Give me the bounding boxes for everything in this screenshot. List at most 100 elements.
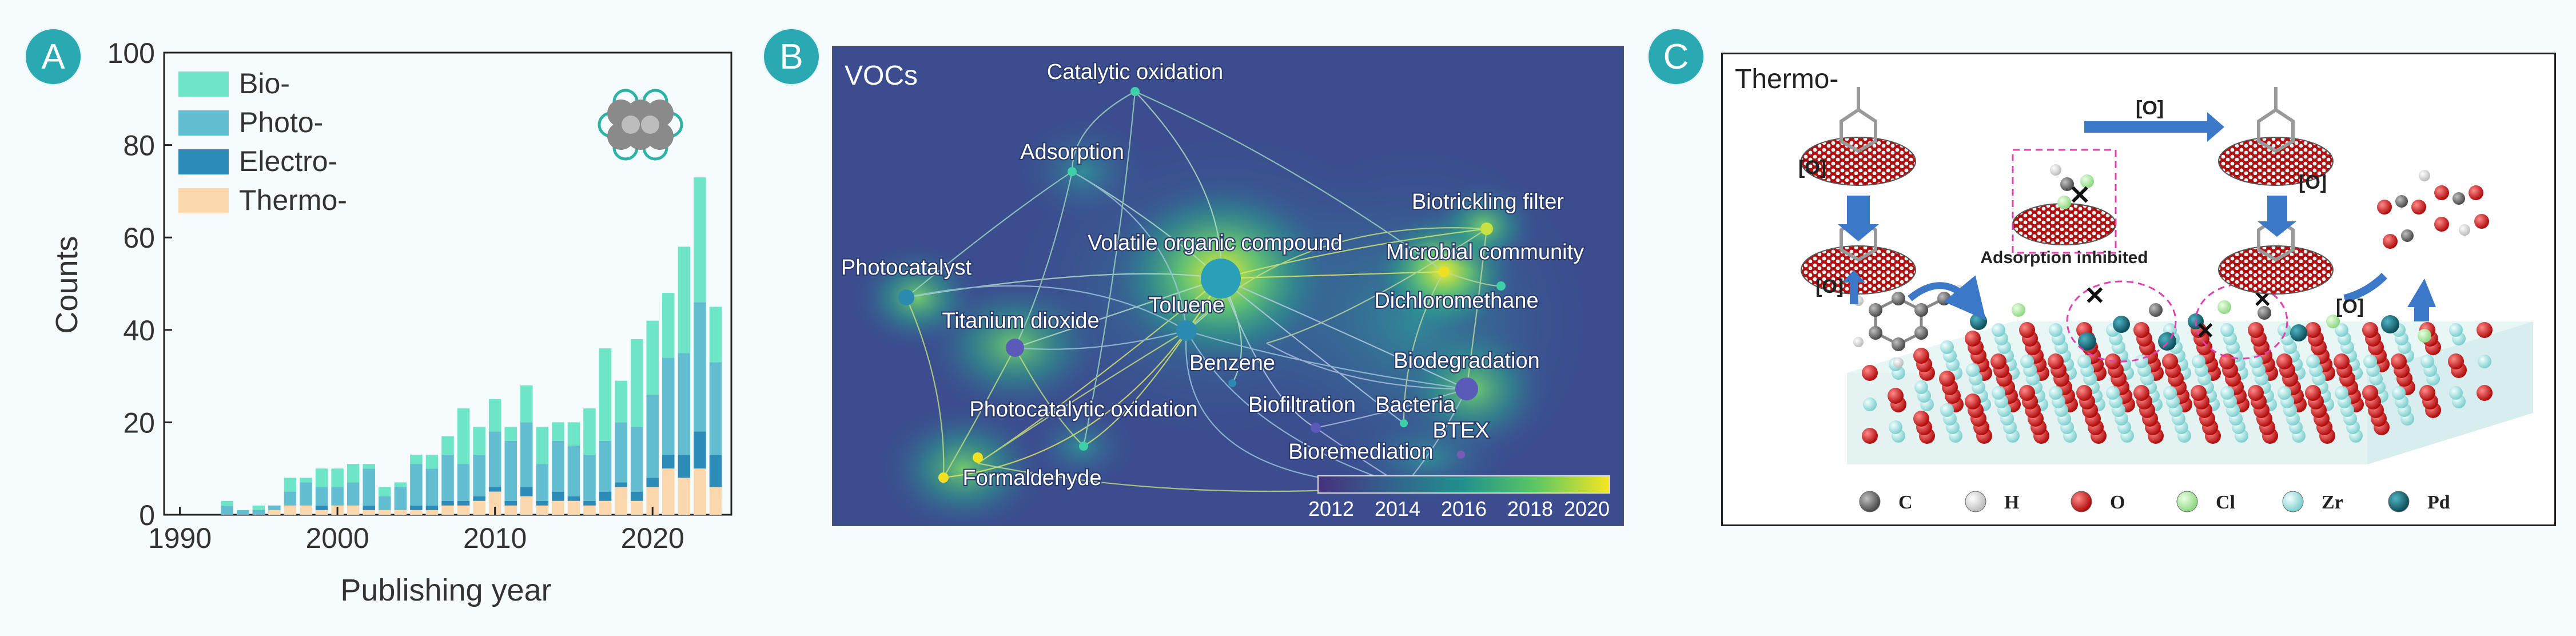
oxidant-label-bottom-left: [O]	[1815, 276, 1844, 297]
node-catalytic-oxidation	[1130, 87, 1140, 96]
bar-photo-2012	[520, 422, 533, 487]
bar-photo-2004	[394, 487, 407, 510]
bar-bio-1998	[300, 478, 312, 483]
legend-swatch-photo	[178, 110, 229, 136]
bar-thermo-2006	[425, 510, 439, 515]
bar-photo-1998	[300, 482, 312, 506]
legend-swatch-bio	[178, 71, 229, 97]
svg-text:✕: ✕	[2069, 180, 2091, 210]
legend: Bio-Photo-Electro-Thermo-	[178, 67, 347, 216]
panel-b-title: VOCs	[845, 61, 918, 91]
bar-bio-2007	[441, 436, 454, 455]
bar-photo-2019	[630, 427, 643, 492]
bar-bio-2016	[583, 408, 596, 455]
bar-bio-2010	[488, 399, 501, 432]
bar-bio-2019	[630, 339, 643, 427]
svg-text:✕: ✕	[2084, 282, 2105, 310]
bar-bio-2013	[536, 427, 549, 464]
legend-atom-c-icon	[1859, 491, 1881, 512]
bar-electro-2011	[504, 500, 517, 506]
bar-photo-1993	[221, 505, 233, 515]
bar-photo-1996	[268, 505, 281, 510]
bar-electro-2017	[599, 491, 612, 501]
node-photocatalytic-oxidation-2	[973, 452, 983, 463]
svg-text:✕: ✕	[2196, 319, 2215, 344]
legend-atom-h-label: H	[2004, 492, 2019, 513]
bar-photo-2002	[363, 468, 375, 506]
bar-electro-2024	[709, 454, 722, 487]
bar-electro-2014	[552, 491, 564, 501]
bar-bio-2005	[410, 454, 423, 464]
bar-photo-2020	[646, 394, 659, 478]
x-tick-label: 2000	[305, 522, 369, 554]
node-microbial-community	[1439, 267, 1449, 277]
label-benzene: Benzene	[1189, 351, 1275, 375]
y-tick-label: 40	[123, 315, 155, 347]
legend-atom-cl-icon	[2176, 491, 2198, 512]
bar-bio-1995	[252, 505, 265, 510]
bar-electro-2019	[630, 491, 643, 501]
label-biodegradation: Biodegradation	[1393, 349, 1540, 373]
node-biofiltration	[1311, 423, 1321, 433]
node-bacteria	[1400, 419, 1408, 427]
node-volatile-organic-compound	[1201, 259, 1241, 299]
bar-photo-1997	[284, 491, 297, 506]
bar-electro-2006	[425, 505, 439, 510]
bar-photo-2001	[347, 482, 360, 506]
legend-atom-zr-label: Zr	[2322, 492, 2343, 513]
colorbar-tick-2012: 2012	[1308, 497, 1354, 520]
legend-atom-o-label: O	[2110, 492, 2125, 513]
inhibited-molecule: ✕	[2050, 164, 2094, 210]
y-tick-label: 80	[123, 130, 155, 162]
bar-photo-2015	[567, 445, 580, 496]
bar-bio-2018	[615, 380, 627, 423]
bar-bio-2011	[504, 427, 517, 441]
bar-thermo-2012	[520, 496, 533, 515]
year-colorbar: 2012 2014 2016 2018 2020	[1308, 475, 1610, 520]
bar-photo-2023	[694, 302, 706, 432]
bar-thermo-2009	[473, 500, 485, 515]
bar-thermo-1997	[284, 505, 297, 515]
bar-electro-2020	[646, 478, 659, 487]
bar-thermo-2008	[457, 505, 470, 515]
bar-thermo-2014	[552, 500, 564, 515]
y-tick-label: 60	[123, 222, 155, 254]
legend-atom-o-icon	[2071, 491, 2092, 512]
bar-electro-2009	[473, 496, 485, 501]
bar-photo-2017	[599, 440, 612, 492]
bar-photo-2005	[410, 464, 423, 506]
bar-electro-1999	[315, 505, 328, 510]
bar-bio-2022	[678, 247, 691, 353]
node-toluene	[1176, 320, 1197, 341]
bar-thermo-2017	[599, 500, 612, 515]
bar-thermo-2021	[662, 468, 675, 515]
bar-bio-2012	[520, 385, 533, 423]
bar-bio-2024	[709, 307, 722, 363]
bar-bio-2003	[379, 487, 391, 496]
label-bacteria: Bacteria	[1375, 393, 1455, 417]
label-dichloromethane: Dichloromethane	[1374, 289, 1538, 313]
bar-bio-2021	[662, 293, 675, 358]
legend-atom-h-icon	[1965, 491, 1986, 512]
node-biotrickling-filter	[1480, 222, 1493, 235]
bar-thermo-2010	[488, 491, 501, 515]
bar-thermo-1996	[268, 510, 281, 515]
catalyst-slab	[1847, 321, 2533, 464]
bar-electro-2010	[488, 487, 501, 492]
bar-bio-2001	[347, 464, 360, 483]
x-tick-label: 2020	[621, 522, 684, 554]
bar-thermo-2007	[441, 505, 454, 515]
bar-photo-1995	[252, 510, 265, 515]
bar-bio-2009	[473, 427, 485, 455]
products-cluster	[2377, 170, 2489, 249]
bar-electro-2022	[678, 454, 691, 478]
x-tick-label: 1990	[148, 522, 212, 554]
bar-electro-2023	[694, 431, 706, 469]
bar-photo-2024	[709, 362, 722, 455]
label-catalytic-oxidation: Catalytic oxidation	[1047, 60, 1223, 84]
y-tick-label: 20	[123, 407, 155, 439]
bar-electro-2002	[363, 505, 375, 510]
bar-thermo-1999	[315, 510, 328, 515]
legend-atom-pd-icon	[2388, 491, 2410, 512]
